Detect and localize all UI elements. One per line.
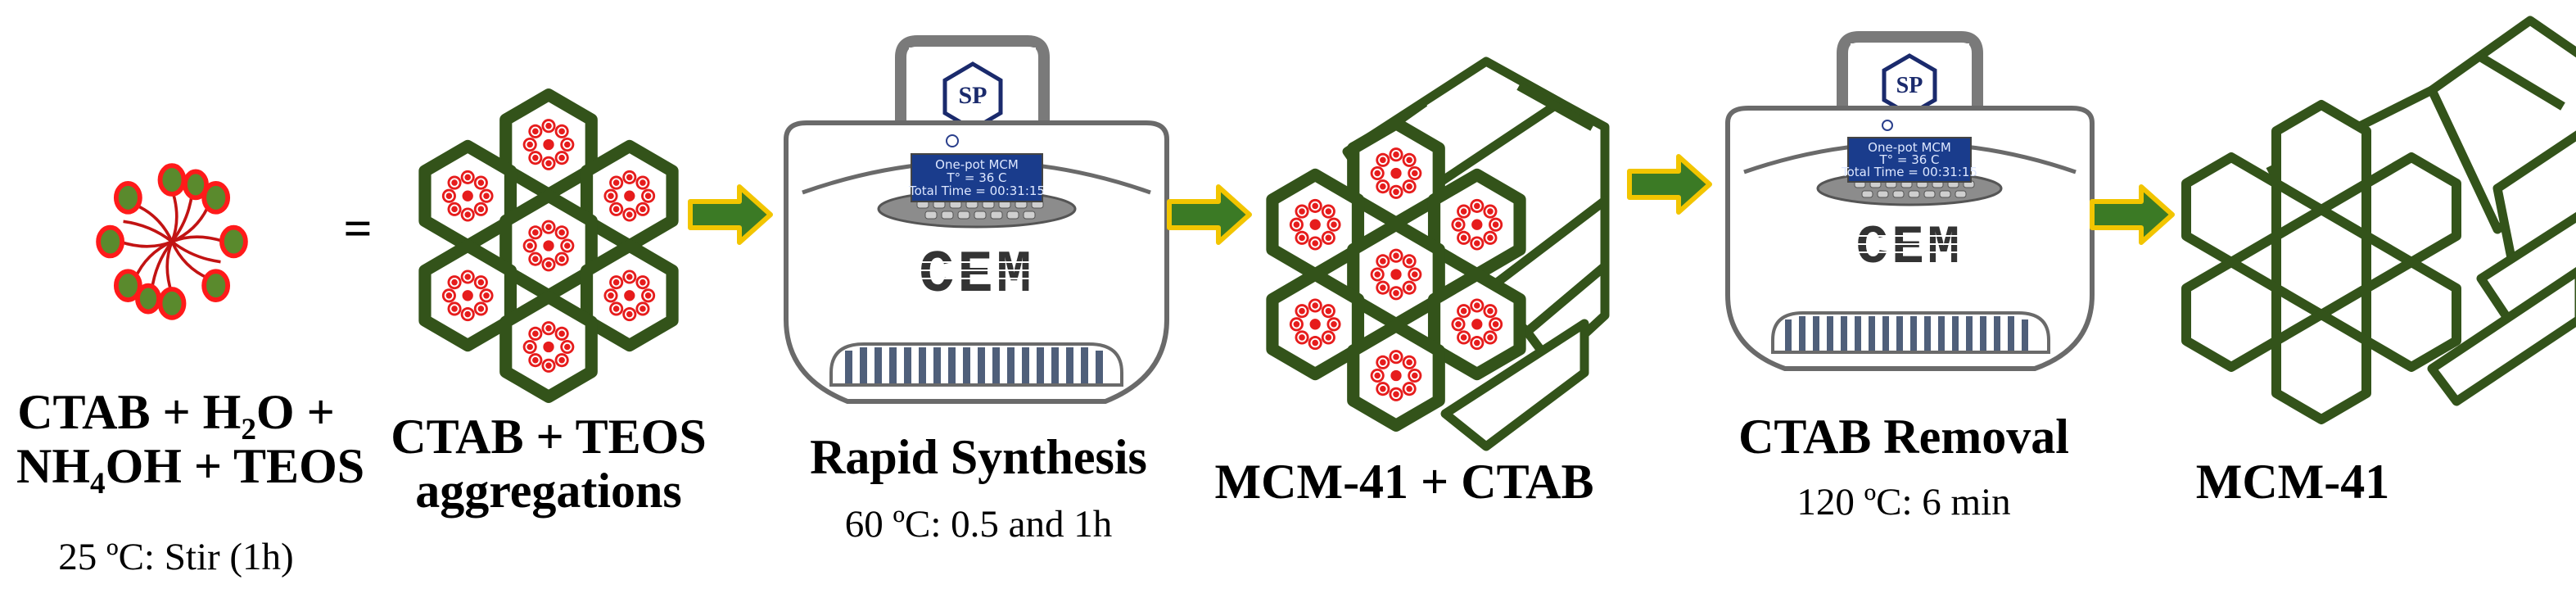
- reactor2-condition: 120 ºC: 6 min: [1796, 481, 2011, 523]
- svg-text:Total Time = 00:31:15: Total Time = 00:31:15: [1841, 165, 1977, 179]
- ctab-teos-aggregation: [425, 95, 672, 397]
- arrow-icon: [1629, 156, 1710, 212]
- step4-label: MCM-41: [2195, 455, 2390, 509]
- reactor-screen: [1847, 137, 1972, 183]
- reactor-screen: [911, 153, 1043, 202]
- svg-text:One-pot MCM: One-pot MCM: [935, 157, 1019, 172]
- svg-text:SP: SP: [958, 82, 987, 109]
- svg-text:T° = 36 C: T° = 36 C: [946, 170, 1006, 185]
- reactor2-caption: CTAB Removal: [1738, 410, 2069, 464]
- svg-text:One-pot MCM: One-pot MCM: [1868, 140, 1951, 155]
- equals-sign: =: [343, 202, 372, 257]
- mcm41-prism: [2181, 16, 2576, 424]
- arrow-icon: [690, 187, 771, 242]
- reactor1-condition: 60 ºC: 0.5 and 1h: [844, 503, 1113, 546]
- arrow-icon: [2092, 187, 2172, 242]
- sp-badge-icon: SP: [942, 61, 1003, 132]
- microwave-reactor-2: SP One-pot MCM T° = 36 C Total Time = 00…: [1725, 31, 2095, 371]
- svg-text:SP: SP: [1896, 73, 1923, 98]
- svg-text:Total Time = 00:31:15: Total Time = 00:31:15: [908, 183, 1045, 198]
- step1-condition: 25 ºC: Stir (1h): [58, 536, 294, 578]
- brand-label: CEM: [919, 242, 1035, 309]
- step2-label: CTAB + TEOS aggregations: [391, 410, 707, 518]
- microwave-reactor-1: SP One-pot MCM T° = 36 C Total Time = 00…: [784, 35, 1169, 404]
- arrow-icon: [1169, 187, 1250, 242]
- brand-label: CEM: [1856, 217, 1964, 279]
- mcm41-ctab-prism: [1272, 57, 1610, 451]
- reactor1-caption: Rapid Synthesis: [810, 430, 1147, 484]
- step3-label: MCM-41 + CTAB: [1214, 455, 1594, 509]
- svg-text:T° = 36 C: T° = 36 C: [1878, 152, 1939, 167]
- step1-formula: CTAB + H2O + NH4OH + TEOS: [16, 385, 365, 501]
- micelle-icon: [98, 165, 246, 318]
